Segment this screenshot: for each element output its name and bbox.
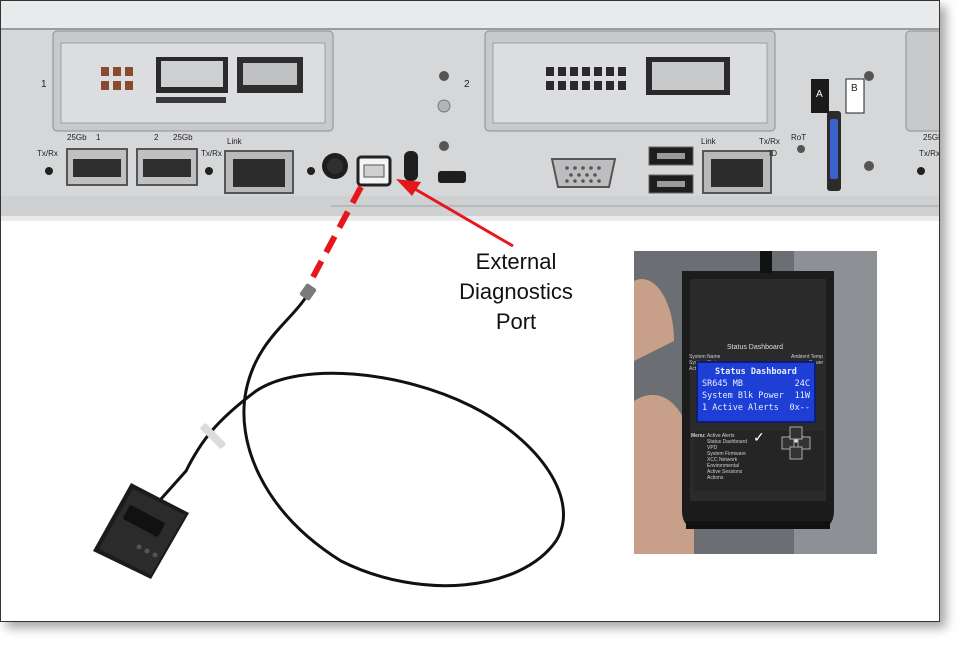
lcd-row-3: 1 Active Alerts 0x-- [702,402,810,414]
vent-grid-left [101,67,133,90]
inset-menu-item-8: Actions [707,475,724,481]
inset-menu-item-7: Active Sessions [707,469,743,475]
lcd-row-1: SR645 MB 24C [702,378,810,390]
inset-menu-item-6: Environmental [707,463,739,469]
lcd-row-2-right: 11W [794,391,810,401]
lcd-title: Status Dashboard [715,367,797,377]
vent-grid-mid [546,67,626,90]
leader-line [310,185,364,279]
port-label-txrx-right: Tx/Rx [201,149,222,158]
inset-menu-item-4: System Firmware [707,451,746,457]
server-photo [1,1,939,588]
lcd-row-1-right: 24C [794,379,810,389]
slot-label-a: A [816,89,823,100]
port-label-right-speed: 25Gb [923,133,939,142]
port-label-link-left: Link [227,137,242,146]
inset-menu-item-2: Status Dashboard [707,439,748,445]
lcd-row-2: System Blk Power 11W [702,390,810,402]
checkmark-icon: ✓ [753,429,765,445]
handset-inset-photo [634,251,877,554]
callout-line-1: External [475,249,557,274]
port-label-txrx-left: Tx/Rx [37,149,58,158]
port-label-right-txrx: Tx/Rx [919,149,940,158]
lcd-screen: Status Dashboard SR645 MB 24C System Blk… [696,361,816,423]
inset-menu-item-3: VPD [707,445,718,451]
slot-label-b: B [851,83,858,94]
external-diagnostics-callout: External Diagnostics Port [431,247,601,337]
inset-background [634,251,877,554]
port-label-rot: RoT [791,133,807,142]
port-label-txrx-mid: Tx/Rx [759,137,780,146]
port-label-sfp-2: 2 [154,133,159,142]
inset-panel-title: Status Dashboard [727,344,784,351]
inset-menu-item-5: XCC Network [707,457,738,463]
diagnostic-cable [159,295,565,588]
port-label-id: ID [769,149,777,158]
slot-label-1: 1 [41,79,47,90]
callout-line-3: Port [495,309,537,334]
port-label-sfp-1: 1 [96,133,101,142]
port-label-sfp-speed-right: 25Gb [173,133,193,142]
slot-label-2: 2 [464,79,470,90]
lcd-row-1-left: SR645 MB [702,379,743,389]
inset-left-label-1: System Name [689,354,721,360]
inset-menu-item-1: Active Alerts [707,433,735,439]
lcd-row-3-right: 0x-- [789,403,810,413]
diagnostic-handset [93,483,189,579]
lcd-row-2-left: System Blk Power [702,391,784,401]
inset-menu-title: Menu: [691,433,706,439]
inset-right-label-1: Ambient Temp [791,354,823,360]
figure-frame: 25Gb 1 2 25Gb Tx/Rx Tx/Rx Link Link Tx/R… [0,0,940,622]
port-label-sfp-speed-left: 25Gb [67,133,87,142]
callout-line-2: Diagnostics [459,279,573,304]
inset-right-label-2: Power [809,360,824,366]
lcd-row-3-left: 1 Active Alerts [702,403,779,413]
port-label-link-right: Link [701,137,716,146]
